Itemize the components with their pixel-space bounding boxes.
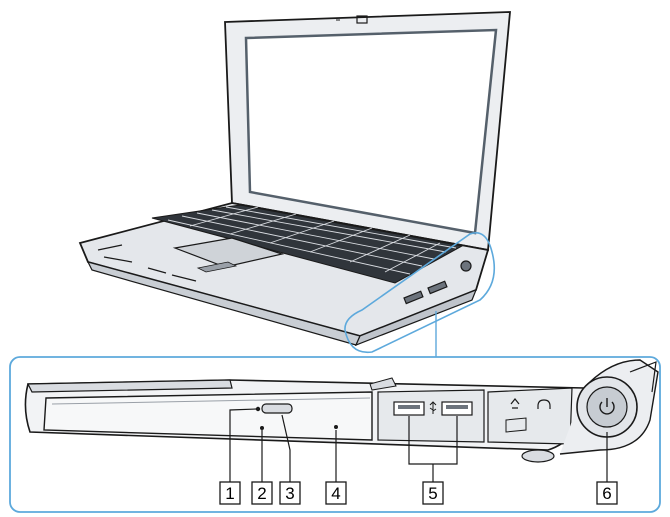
network-headphone-panel (487, 387, 573, 445)
keyboard (151, 204, 464, 284)
drive-indicator-light (255, 406, 261, 412)
usb-symbol-icon (429, 401, 437, 414)
disc-eject-button (261, 403, 293, 414)
right-side-detail-view: 1 2 3 4 5 6 (9, 356, 661, 513)
touchpad (172, 237, 285, 268)
svg-text:6: 6 (602, 484, 611, 503)
webcam (356, 15, 368, 24)
svg-text:4: 4 (331, 484, 340, 503)
detail-highlight-region (344, 232, 496, 354)
callout-1: 1 (219, 481, 241, 505)
callout-2: 2 (251, 481, 273, 505)
svg-text:1: 1 (225, 484, 234, 503)
headphone-icon (537, 399, 551, 409)
svg-text:5: 5 (428, 484, 437, 503)
laptop-illustration (78, 11, 511, 357)
callout-5: 5 (422, 481, 444, 505)
callout-6: 6 (596, 481, 618, 505)
callout-3: 3 (279, 481, 301, 505)
usb-ports (377, 389, 485, 443)
power-icon (599, 398, 615, 415)
svg-text:3: 3 (285, 484, 294, 503)
svg-text:2: 2 (257, 484, 266, 503)
power-button (576, 376, 638, 438)
callout-4: 4 (325, 481, 347, 505)
network-port-icon (510, 398, 520, 409)
leader-lines (229, 408, 608, 482)
